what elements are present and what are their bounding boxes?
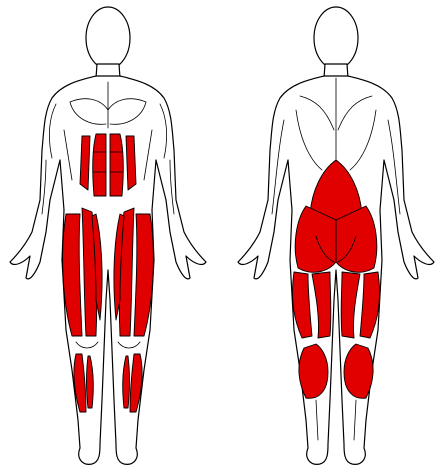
back-hamstrings — [292, 272, 379, 338]
back-calves — [299, 344, 373, 398]
front-oblique-left — [80, 136, 90, 190]
front-view-figure — [10, 7, 206, 464]
front-oblique-right — [126, 136, 136, 190]
back-head — [314, 7, 358, 69]
front-body-silhouette — [10, 76, 206, 464]
back-view-figure — [238, 7, 434, 464]
front-head — [86, 7, 130, 69]
abs-segment — [93, 134, 106, 196]
calf-left — [299, 344, 328, 398]
abs-segment — [110, 134, 123, 196]
calf-right — [344, 344, 373, 398]
